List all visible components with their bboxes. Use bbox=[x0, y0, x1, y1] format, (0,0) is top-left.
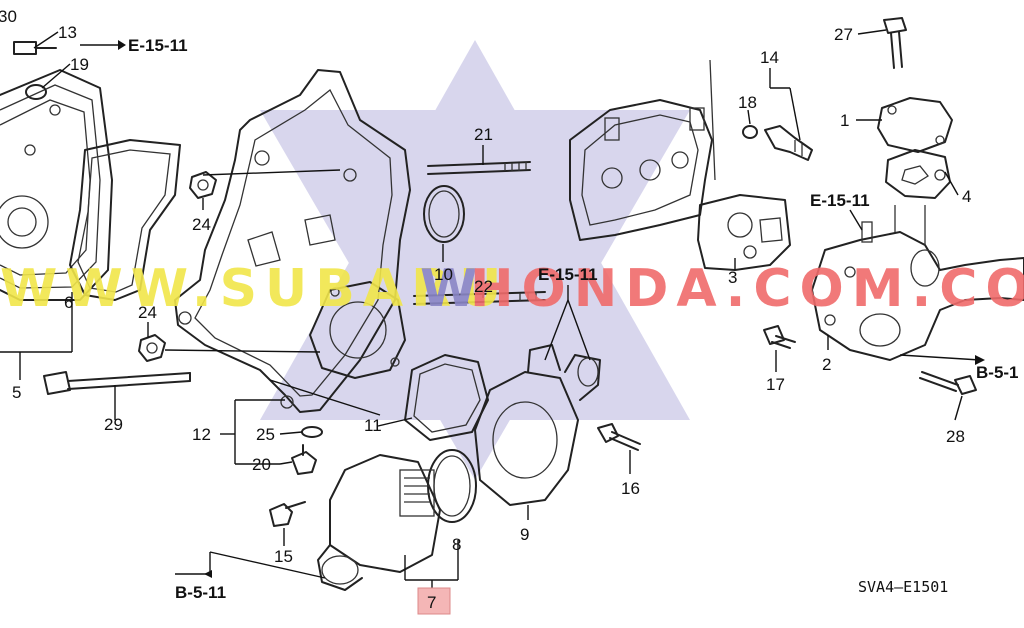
callout-13: 13 bbox=[58, 23, 77, 42]
callout-11: 11 bbox=[364, 416, 382, 435]
callout-8: 8 bbox=[452, 535, 461, 554]
callout-9: 9 bbox=[520, 525, 529, 544]
callout-24-upper: 24 bbox=[192, 215, 211, 234]
callout-10: 10 bbox=[434, 265, 453, 284]
bolt-17 bbox=[763, 325, 796, 349]
cover-1 bbox=[877, 97, 953, 153]
ref-b5-1-right: B-5-1 bbox=[976, 363, 1019, 382]
callout-30: 30 bbox=[0, 7, 17, 26]
pump-gasket bbox=[69, 139, 181, 301]
bolt-20 bbox=[291, 444, 317, 475]
bolt-16 bbox=[597, 423, 641, 451]
watermark-part2: W bbox=[420, 259, 485, 319]
callout-1: 1 bbox=[840, 111, 849, 130]
o-ring-10-inner bbox=[428, 190, 460, 238]
callout-7: 7 bbox=[427, 593, 436, 612]
callout-12: 12 bbox=[192, 425, 211, 444]
bolt-28 bbox=[919, 371, 977, 395]
callout-25: 25 bbox=[256, 425, 275, 444]
flange-plate bbox=[309, 281, 406, 379]
callout-6: 6 bbox=[64, 293, 73, 312]
watermark-part3: HONDA.COM.CO bbox=[470, 259, 1024, 319]
thermostat-housing-9 bbox=[474, 344, 601, 506]
o-ring-19 bbox=[25, 84, 47, 100]
callout-20: 20 bbox=[252, 455, 271, 474]
callout-29: 29 bbox=[104, 415, 123, 434]
leader-lines bbox=[0, 29, 985, 590]
callout-5: 5 bbox=[12, 383, 21, 402]
callout-labels: 30 13 E-15-11 19 24 6 24 5 29 21 10 22 1… bbox=[0, 7, 1019, 615]
bolt-29 bbox=[43, 371, 191, 395]
thermostat-7 bbox=[317, 454, 441, 591]
o-ring-10 bbox=[423, 185, 465, 243]
nut-24-lower bbox=[138, 334, 166, 362]
washer-25 bbox=[301, 426, 323, 438]
callout-28: 28 bbox=[946, 427, 965, 446]
callout-22: 22 bbox=[474, 277, 493, 296]
o-ring-18 bbox=[742, 125, 758, 139]
nut-24-upper bbox=[189, 171, 217, 199]
bolt-13 bbox=[13, 41, 57, 55]
callout-17: 17 bbox=[766, 375, 785, 394]
watermark-part1: WWW.SUBARU bbox=[0, 259, 509, 319]
stud-22 bbox=[413, 291, 546, 305]
callout-16: 16 bbox=[621, 479, 640, 498]
bolt-15 bbox=[269, 501, 306, 527]
ref-b5-11-bottom: B-5-11 bbox=[175, 583, 226, 602]
stud-21 bbox=[427, 161, 531, 175]
ref-e15-11-right: E-15-11 bbox=[810, 191, 870, 210]
callout-18: 18 bbox=[738, 93, 757, 112]
callout-21: 21 bbox=[474, 125, 493, 144]
callout-24-lower: 24 bbox=[138, 303, 157, 322]
callout-15: 15 bbox=[274, 547, 293, 566]
diagram-code: SVA4–E1501 bbox=[858, 578, 948, 596]
water-passage bbox=[569, 59, 716, 241]
gasket-3 bbox=[697, 194, 791, 271]
ref-e15-11-top: E-15-11 bbox=[128, 36, 188, 55]
callout-7-highlight bbox=[417, 587, 451, 615]
gasket-4 bbox=[885, 149, 951, 199]
o-ring-8 bbox=[427, 449, 477, 523]
watermark-text: WWW.SUBARU W HONDA.COM.CO bbox=[0, 259, 1024, 319]
sensor-14 bbox=[764, 125, 813, 161]
mounting-bracket bbox=[174, 69, 411, 413]
callout-14: 14 bbox=[760, 48, 779, 67]
callout-3: 3 bbox=[728, 268, 737, 287]
bolt-27 bbox=[883, 17, 907, 69]
ref-e15-11-center: E-15-11 bbox=[538, 265, 598, 284]
callout-27: 27 bbox=[834, 25, 853, 44]
callout-19: 19 bbox=[70, 55, 89, 74]
callout-4: 4 bbox=[962, 187, 971, 206]
outlet-housing-2 bbox=[811, 205, 1024, 361]
callout-2: 2 bbox=[822, 355, 831, 374]
